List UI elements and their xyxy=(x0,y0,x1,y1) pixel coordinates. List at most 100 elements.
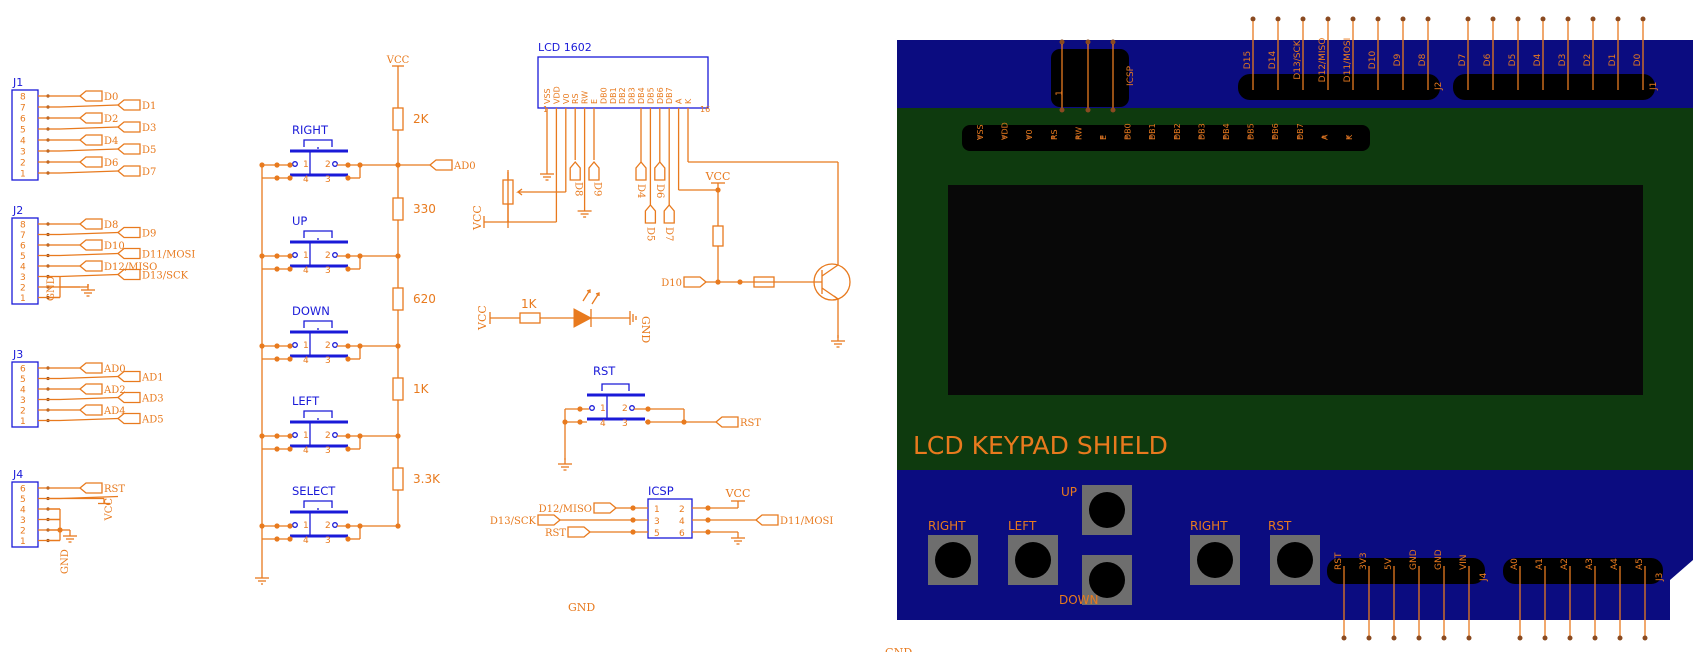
junction-dot xyxy=(345,266,351,272)
button-label: DOWN xyxy=(292,304,330,318)
junction-dot xyxy=(287,356,293,362)
net-flag xyxy=(78,90,103,102)
junction-dot xyxy=(274,253,280,259)
pin-name: DB6 xyxy=(1271,123,1280,140)
pin-number: 2 xyxy=(20,407,26,417)
pin-name: DB4 xyxy=(1222,123,1231,140)
pin-number: 3 xyxy=(654,517,660,527)
net-flag xyxy=(78,239,103,251)
pin-dot xyxy=(1346,135,1350,139)
net-label: D13/SCK xyxy=(142,271,189,282)
junction-dot xyxy=(630,505,636,511)
pin-dot xyxy=(1174,135,1178,139)
junction-dot xyxy=(287,253,293,259)
net-label: AD2 xyxy=(103,385,126,396)
pin-circle xyxy=(589,405,595,411)
pin-number: 16 xyxy=(700,105,710,114)
net-label: AD0 xyxy=(103,364,126,375)
pin-dot xyxy=(1248,135,1252,139)
net-flag xyxy=(78,404,103,416)
rst-net-label: RST xyxy=(740,418,761,429)
pin-number: 4 xyxy=(20,137,26,147)
net-flag xyxy=(116,121,141,133)
pin-dot xyxy=(1642,635,1648,641)
resistor-value: 3.3K xyxy=(413,472,441,486)
switch-cap xyxy=(303,139,333,147)
pin-name: D13/SCK xyxy=(1293,39,1303,79)
pin-dot xyxy=(1615,16,1621,22)
resistor-value: 1K xyxy=(521,297,538,311)
pin-number: 5 xyxy=(20,375,26,385)
net-label: D5 xyxy=(142,145,156,156)
icsp-body xyxy=(647,498,693,539)
junction-dot xyxy=(395,343,401,349)
pin-dot xyxy=(1350,16,1356,22)
button-label: LEFT xyxy=(1008,519,1037,533)
header-strip xyxy=(1238,74,1440,100)
net-flag xyxy=(78,134,103,146)
gnd-label: GND xyxy=(60,549,71,574)
pin-number: 1 xyxy=(20,294,26,304)
button-cap xyxy=(935,542,971,578)
pin-name: DB5 xyxy=(1247,123,1256,140)
net-flag xyxy=(567,526,592,538)
header-label: J2 xyxy=(12,204,23,217)
pin-name: A1 xyxy=(1535,558,1545,570)
pin-number: 1 xyxy=(303,160,309,170)
net-flag xyxy=(754,514,779,526)
junction-dot xyxy=(645,406,651,412)
pin-name: A xyxy=(1320,134,1329,140)
pin-name: D12/MISO xyxy=(1318,38,1328,83)
pin-dot xyxy=(1149,135,1153,139)
pin-dot xyxy=(1002,135,1006,139)
header-label: J4 xyxy=(1479,572,1489,582)
net-flag xyxy=(683,276,708,288)
net-flag xyxy=(78,112,103,124)
pin-name: D6 xyxy=(1483,53,1493,66)
pin-dot xyxy=(1517,635,1523,641)
pin-number: 2 xyxy=(325,160,331,170)
lcd-pin-name: DB6 xyxy=(656,87,665,104)
pin-number: 6 xyxy=(20,115,26,125)
pin-number: 1 xyxy=(303,251,309,261)
pin-number: 4 xyxy=(303,536,309,546)
icsp-net-label: D11/MOSI xyxy=(780,516,833,527)
pin-dot xyxy=(1325,16,1331,22)
pin-circle xyxy=(332,522,338,528)
resistor-value: 620 xyxy=(413,292,436,306)
junction-dot xyxy=(259,433,265,439)
pin-name: 5V xyxy=(1384,557,1394,570)
pin-number: 3 xyxy=(325,536,331,546)
pin-name: E xyxy=(1099,135,1108,140)
wire xyxy=(59,104,119,108)
pin-dot xyxy=(977,135,981,139)
pin-dot xyxy=(1567,635,1573,641)
net-label: RST xyxy=(104,484,125,495)
lcd-pin-name: RS xyxy=(571,93,580,104)
pin-circle xyxy=(629,405,635,411)
pin-name: RST xyxy=(1334,552,1344,570)
pin-number: 1 xyxy=(654,505,660,515)
gnd-label: GND xyxy=(46,276,57,301)
wire xyxy=(59,126,119,130)
lcd-pin-name: V0 xyxy=(562,93,571,104)
junction-dot xyxy=(274,433,280,439)
pin-number: 3 xyxy=(325,356,331,366)
button-cap xyxy=(1089,562,1125,598)
net-label: D4 xyxy=(104,136,118,147)
pin-number: 3 xyxy=(20,273,26,283)
pin-dot xyxy=(1441,635,1447,641)
pin-name: DB1 xyxy=(1148,123,1157,140)
pin-dot xyxy=(1490,16,1496,22)
junction-dot xyxy=(274,175,280,181)
pin-name: RW xyxy=(1074,127,1083,140)
junction-dot xyxy=(274,266,280,272)
junction-dot xyxy=(345,356,351,362)
net-label: AD1 xyxy=(141,373,164,384)
net-label: D4 xyxy=(635,184,646,198)
resistor xyxy=(712,225,724,247)
pin-dot xyxy=(1085,107,1091,113)
pin-name: A2 xyxy=(1560,558,1570,570)
net-flag xyxy=(78,383,103,395)
